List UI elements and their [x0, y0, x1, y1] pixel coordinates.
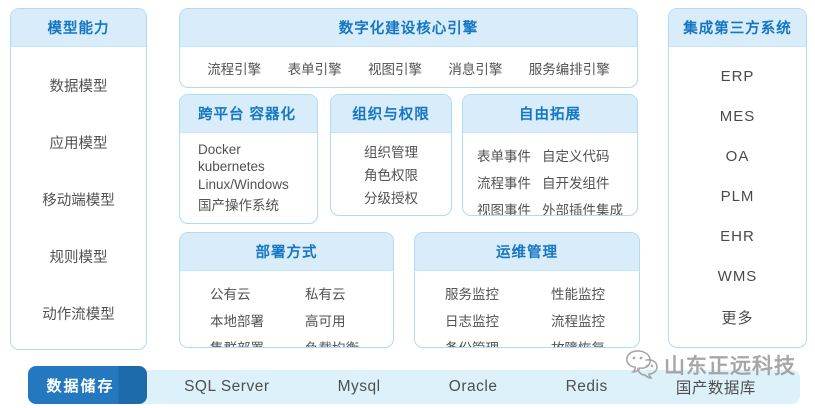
panel-deployment: 部署方式 公有云 私有云 本地部署 高可用 集群部署 负载均衡 — [179, 232, 394, 348]
list-item: 故障恢复 — [551, 337, 605, 347]
list-item: 流程事件 — [477, 176, 531, 191]
panel-third-party-integration-title: 集成第三方系统 — [669, 9, 806, 47]
list-item: 集群部署 — [210, 337, 264, 347]
panel-free-expansion: 自由拓展 表单事件 自定义代码 流程事件 自开发组件 视图事件 外部插件集成 — [462, 94, 638, 216]
list-item: 日志监控 — [445, 314, 499, 329]
list-item: 服务编排引擎 — [528, 61, 610, 77]
list-item: 负载均衡 — [305, 337, 359, 347]
list-item: 表单事件 — [477, 149, 531, 164]
cross-platform-list: Docker kubernetes Linux/Windows 国产操作系统 — [180, 133, 317, 223]
list-item: 外部插件集成 — [542, 203, 623, 216]
list-item: 消息引擎 — [448, 61, 503, 77]
panel-model-capability: 模型能力 数据模型 应用模型 移动端模型 规则模型 动作流模型 — [10, 8, 147, 350]
core-engine-list: 流程引擎 表单引擎 视图引擎 消息引擎 服务编排引擎 — [180, 47, 637, 87]
panel-core-engine-title: 数字化建设核心引擎 — [180, 9, 637, 47]
list-item: 视图引擎 — [367, 61, 422, 77]
list-item: 流程监控 — [551, 314, 605, 329]
free-expansion-list: 表单事件 自定义代码 流程事件 自开发组件 视图事件 外部插件集成 — [463, 133, 637, 216]
panel-org-permission: 组织与权限 组织管理 角色权限 分级授权 — [330, 94, 452, 216]
third-party-list: ERP MES OA PLM EHR WMS 更多 — [669, 47, 806, 347]
model-capability-list: 数据模型 应用模型 移动端模型 规则模型 动作流模型 — [11, 47, 146, 349]
data-storage-list: SQL Server Mysql Oracle Redis 国产数据库 — [150, 370, 790, 404]
panel-ops-management: 运维管理 服务监控 性能监控 日志监控 流程监控 备份管理 故障恢复 — [414, 232, 640, 348]
list-item: Oracle — [448, 378, 498, 395]
data-storage-label-text: 数据储存 — [46, 377, 115, 395]
list-item: 高可用 — [305, 314, 346, 329]
list-item: 自定义代码 — [542, 149, 610, 164]
list-item: EHR — [720, 227, 755, 245]
list-item: 流程引擎 — [207, 61, 262, 77]
list-item: 动作流模型 — [42, 307, 115, 323]
org-permission-list: 组织管理 角色权限 分级授权 — [331, 133, 451, 215]
list-item: 私有云 — [305, 287, 346, 302]
list-item: kubernetes — [198, 159, 265, 175]
list-item: 应用模型 — [49, 136, 108, 152]
list-item: Linux/Windows — [198, 176, 289, 192]
ops-management-list: 服务监控 性能监控 日志监控 流程监控 备份管理 故障恢复 — [415, 271, 639, 347]
list-item: Mysql — [337, 378, 381, 395]
list-item: 数据模型 — [49, 79, 108, 95]
panel-free-expansion-title: 自由拓展 — [463, 95, 637, 133]
list-item: 本地部署 — [210, 314, 264, 329]
list-item: 更多 — [721, 310, 754, 328]
list-item: 组织管理 — [364, 144, 418, 160]
list-item: 备份管理 — [445, 337, 499, 347]
list-item: 服务监控 — [445, 287, 499, 302]
list-item: 视图事件 — [477, 203, 531, 216]
list-item: SQL Server — [184, 378, 270, 395]
list-item: 公有云 — [210, 287, 251, 302]
panel-org-permission-title: 组织与权限 — [331, 95, 451, 133]
list-item: Redis — [565, 378, 608, 395]
list-item: OA — [725, 148, 750, 166]
data-storage-strip — [30, 370, 800, 404]
list-item: Docker — [198, 142, 241, 158]
deployment-list: 公有云 私有云 本地部署 高可用 集群部署 负载均衡 — [180, 271, 393, 347]
panel-third-party-integration: 集成第三方系统 ERP MES OA PLM EHR WMS 更多 — [668, 8, 807, 348]
list-item: ERP — [720, 68, 755, 86]
list-item: 移动端模型 — [42, 193, 115, 209]
panel-cross-platform: 跨平台 容器化 Docker kubernetes Linux/Windows … — [179, 94, 318, 224]
panel-cross-platform-title: 跨平台 容器化 — [180, 95, 317, 133]
list-item: WMS — [717, 267, 758, 285]
list-item: 国产数据库 — [675, 380, 756, 397]
panel-deployment-title: 部署方式 — [180, 233, 393, 271]
list-item: 国产操作系统 — [198, 197, 279, 213]
data-storage-label: 数据储存 — [28, 366, 147, 404]
list-item: MES — [719, 108, 756, 126]
panel-core-engine: 数字化建设核心引擎 流程引擎 表单引擎 视图引擎 消息引擎 服务编排引擎 — [179, 8, 638, 88]
panel-ops-management-title: 运维管理 — [415, 233, 639, 271]
panel-model-capability-title: 模型能力 — [11, 9, 146, 47]
list-item: 规则模型 — [49, 250, 108, 266]
list-item: 自开发组件 — [542, 176, 610, 191]
list-item: 表单引擎 — [287, 61, 342, 77]
list-item: 性能监控 — [551, 287, 605, 302]
list-item: 角色权限 — [364, 167, 418, 183]
list-item: PLM — [720, 187, 755, 205]
list-item: 分级授权 — [364, 191, 418, 207]
